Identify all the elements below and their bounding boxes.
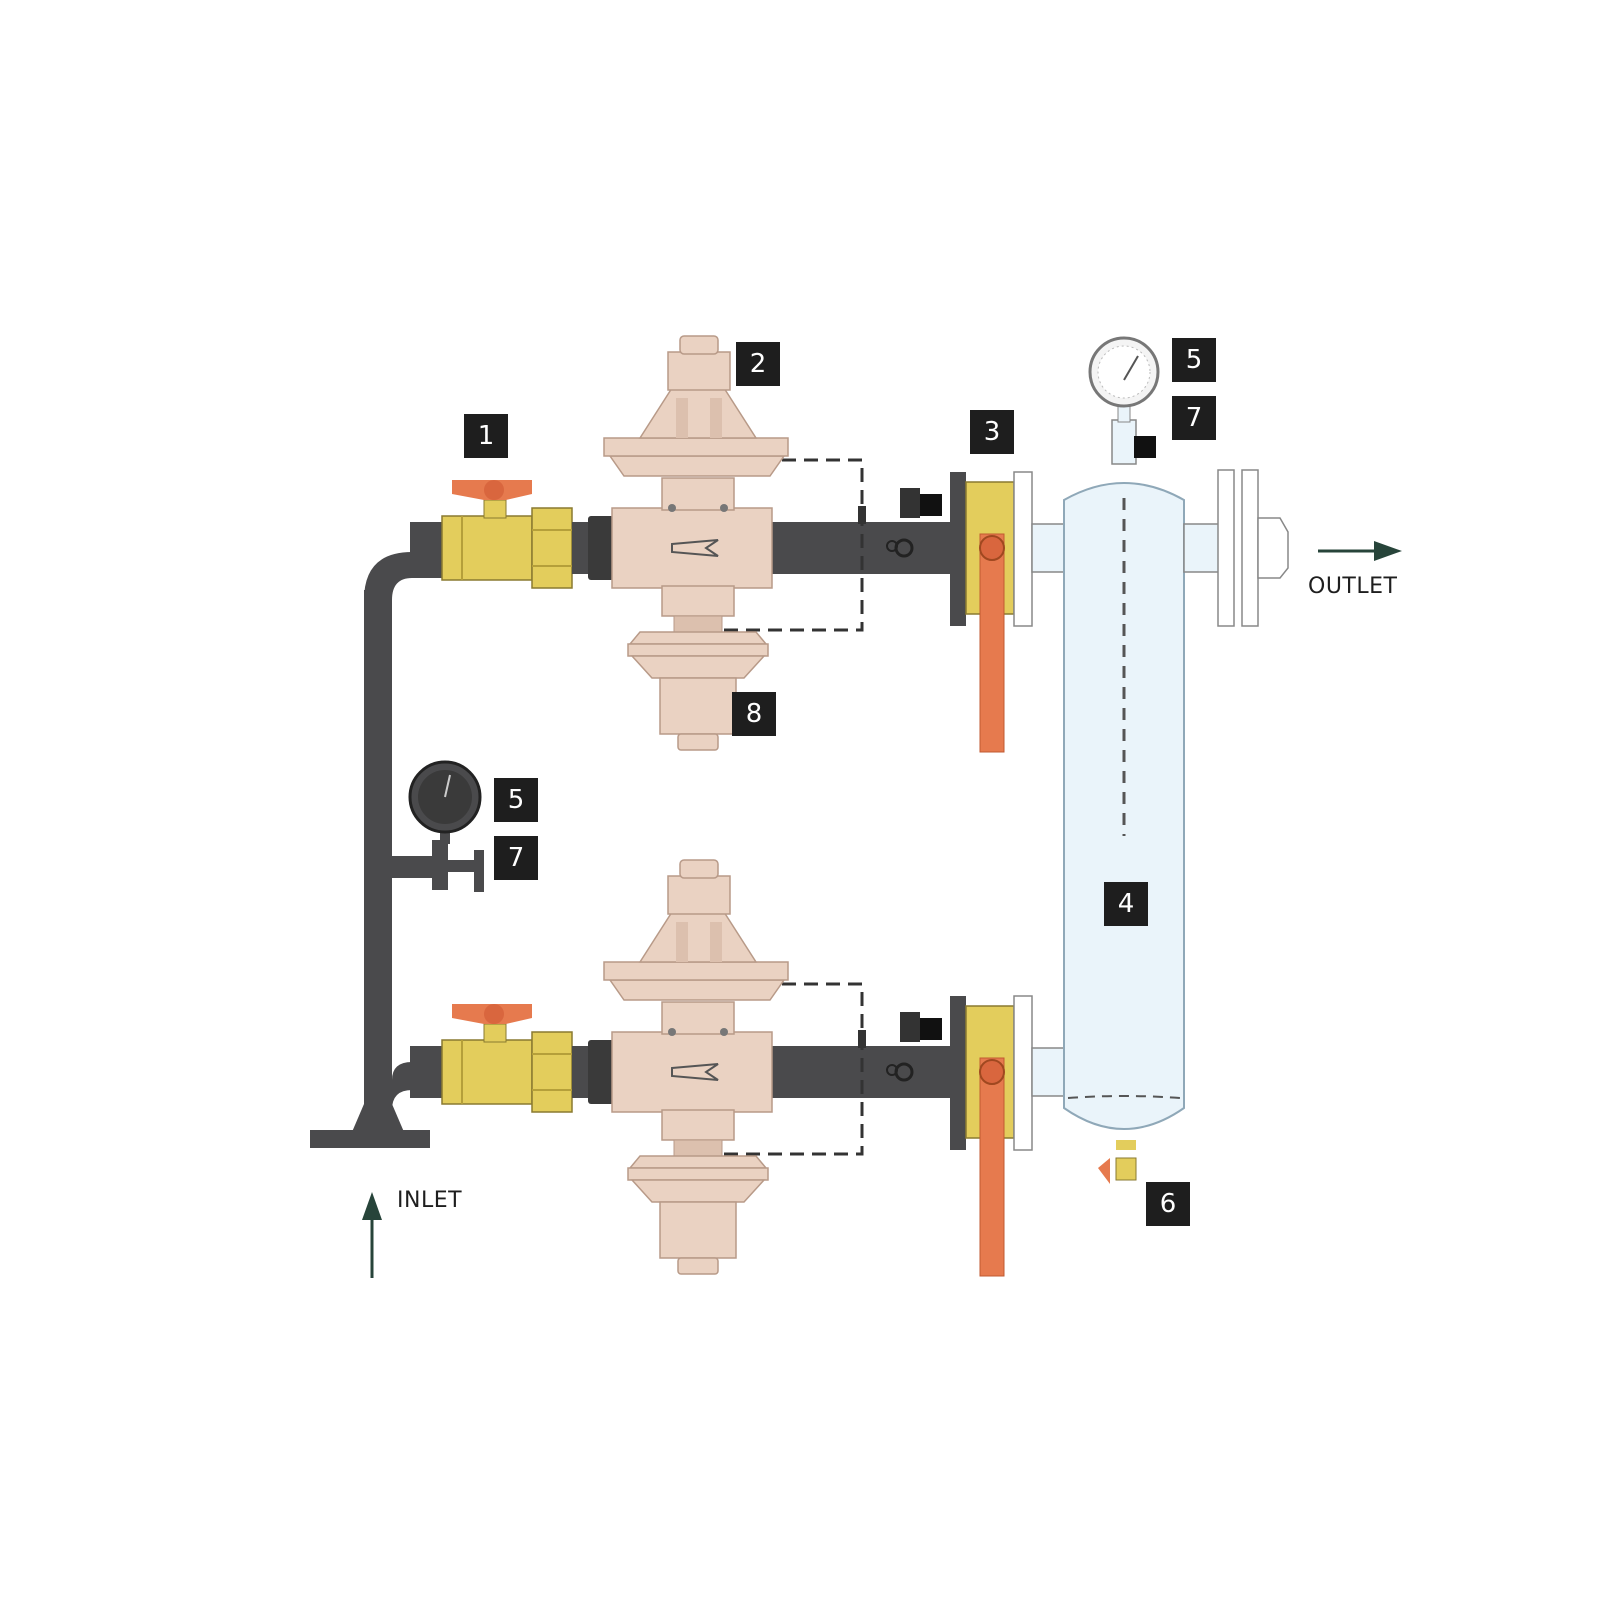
inlet-base-flange <box>310 1130 430 1148</box>
callout-lever-valve: 3 <box>970 410 1014 454</box>
vessel-pressure-gauge <box>1088 336 1160 465</box>
callout-gauge-top: 5 <box>1172 338 1216 382</box>
callout-drain-valve: 6 <box>1146 1182 1190 1226</box>
header-pressure-gauge <box>392 760 484 892</box>
upper-regulator-branch <box>408 334 1068 754</box>
inlet-label: INLET <box>397 1188 463 1213</box>
outlet-label: OUTLET <box>1308 574 1398 599</box>
callout-filter-vessel: 4 <box>1104 882 1148 926</box>
callout-gauge-side: 5 <box>494 778 538 822</box>
inlet-arrow <box>362 1192 382 1278</box>
callout-reducer-bottom: 8 <box>732 692 776 736</box>
callout-pressure-reducer: 2 <box>736 342 780 386</box>
callout-ball-valve: 1 <box>464 414 508 458</box>
callout-gauge-valve-side: 7 <box>494 836 538 880</box>
callout-gauge-valve-top: 7 <box>1172 396 1216 440</box>
lower-regulator-branch <box>408 858 1068 1278</box>
outlet-arrow <box>1318 541 1402 561</box>
filter-vessel <box>1063 469 1289 1184</box>
